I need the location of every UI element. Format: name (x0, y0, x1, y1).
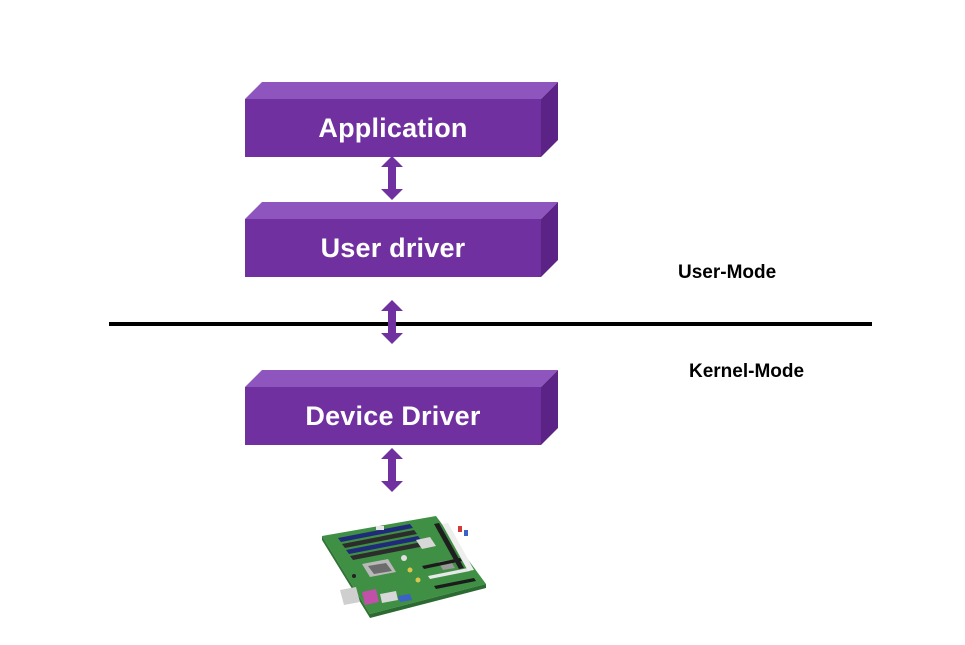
user-mode-label: User-Mode (678, 262, 777, 283)
motherboard-icon (322, 516, 486, 618)
user-driver-block: User driver (245, 202, 558, 277)
device-driver-label: Device Driver (305, 400, 481, 431)
double-arrow-icon (381, 448, 403, 492)
block-shape (245, 82, 558, 157)
user-driver-label: User driver (320, 232, 466, 263)
block-shape (245, 370, 558, 445)
double-arrow-icon (381, 156, 403, 200)
block-shape (245, 202, 558, 277)
device-driver-block: Device Driver (245, 370, 558, 445)
application-block: Application (245, 82, 558, 157)
mode-divider-line (109, 322, 872, 326)
double-arrow-icon (381, 300, 403, 344)
kernel-mode-label: Kernel-Mode (689, 361, 805, 382)
application-label: Application (318, 112, 468, 143)
